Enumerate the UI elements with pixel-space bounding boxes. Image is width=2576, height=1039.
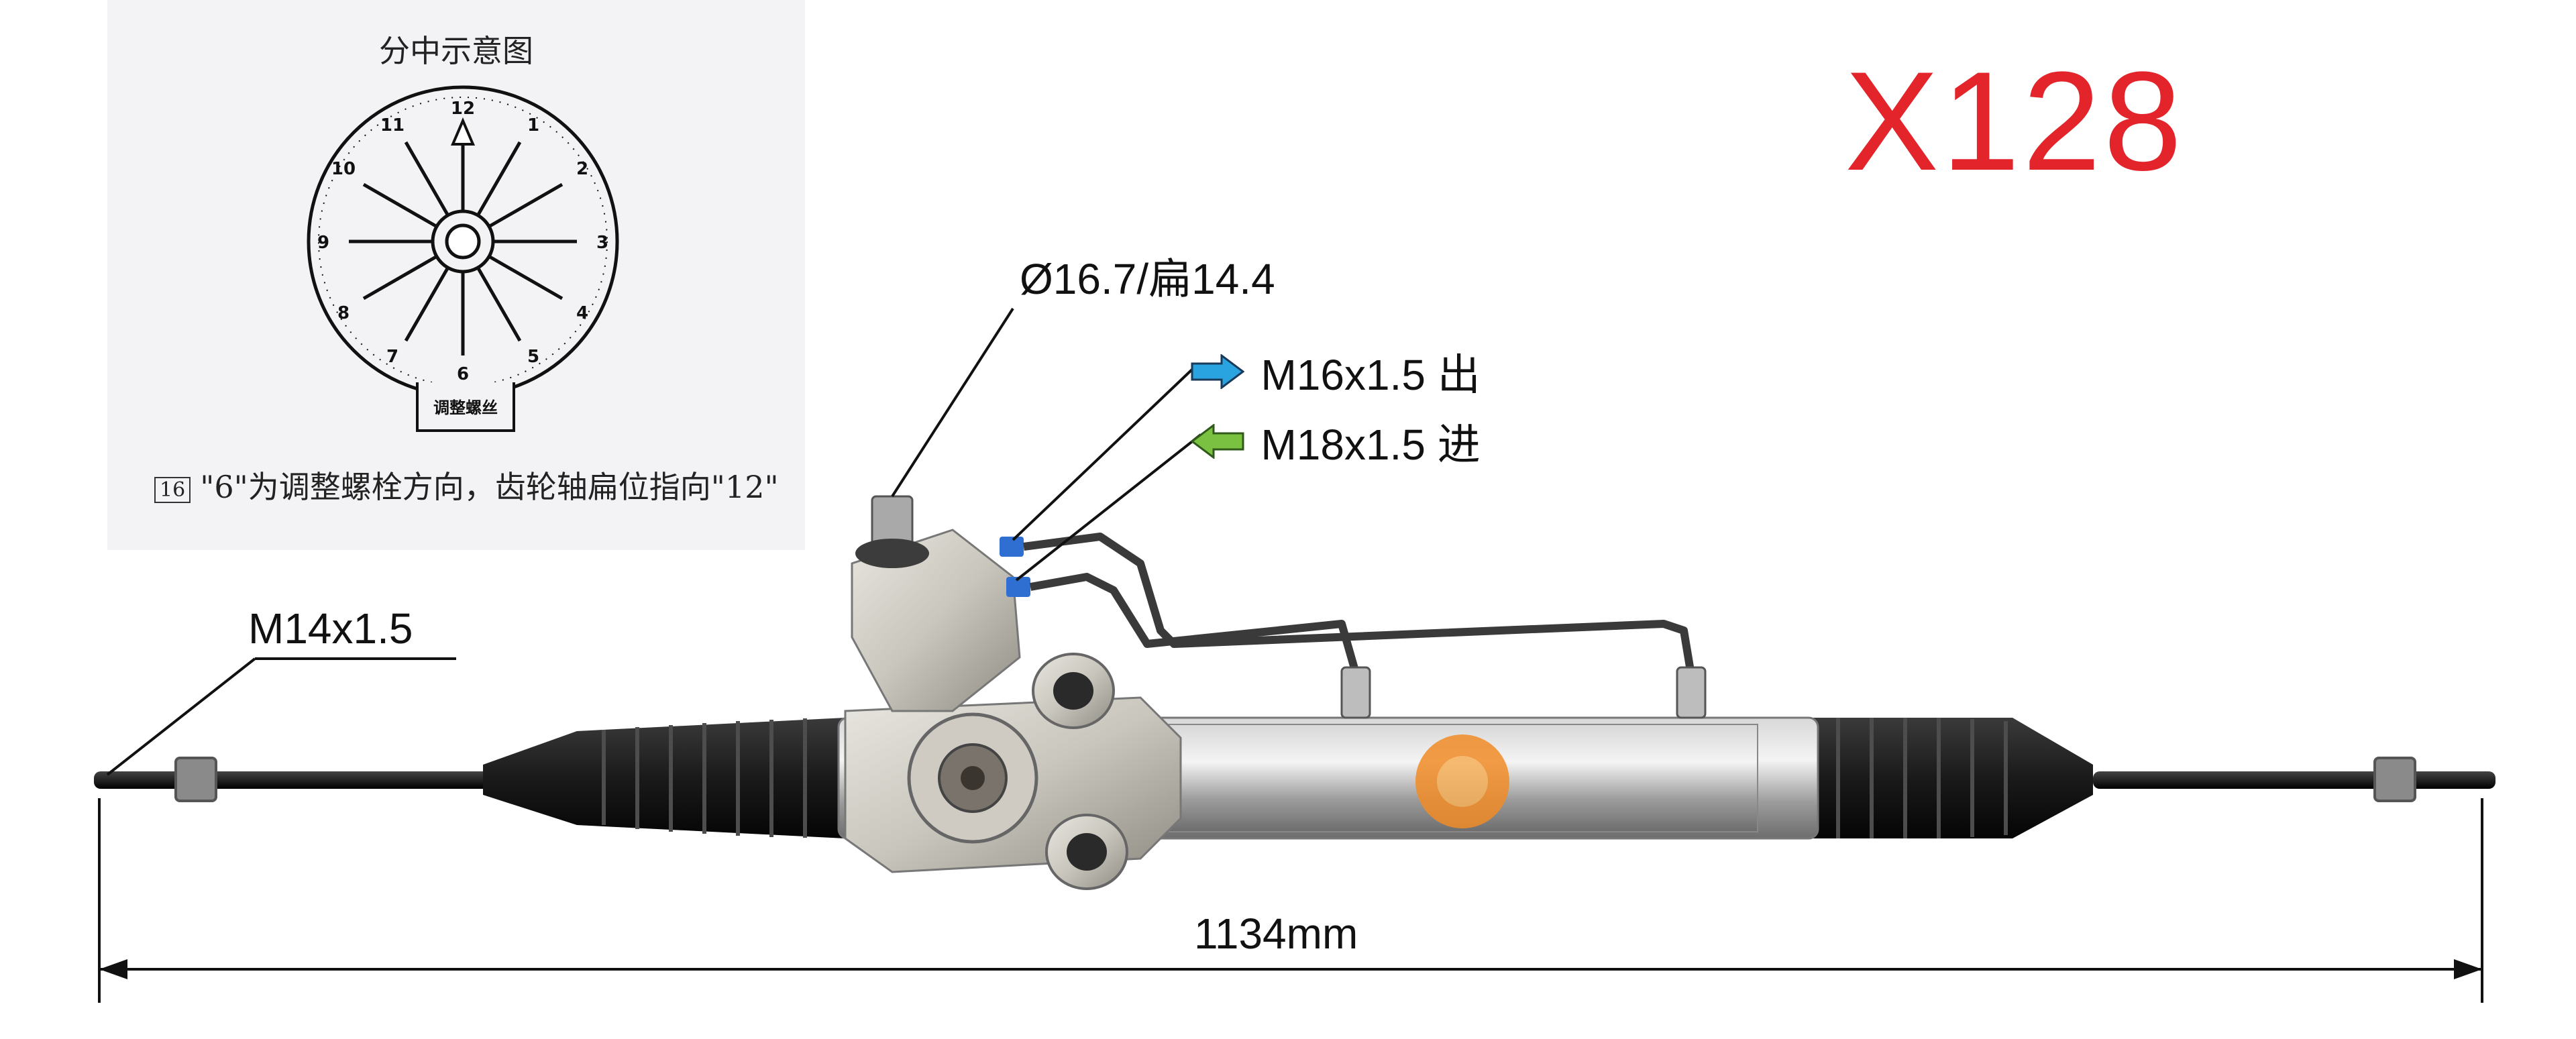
left-nut xyxy=(174,757,217,802)
right-nut xyxy=(2373,757,2416,802)
clock-number-8: 8 xyxy=(337,303,350,323)
clock-number-1: 1 xyxy=(527,115,539,135)
adjustment-diagram-panel: 分中示意图 12 1 2 3 4 5 6 7 xyxy=(107,0,805,550)
bolt-label: 调整螺丝 xyxy=(433,398,498,417)
clock-number-4: 4 xyxy=(576,303,588,323)
clock-number-9: 9 xyxy=(317,233,329,253)
clock-dial: 12 1 2 3 4 5 6 7 8 9 10 11 xyxy=(307,85,619,398)
right-tie-rod xyxy=(2093,771,2496,789)
overall-length-label: 1134mm xyxy=(1194,910,1358,958)
note-index: 16 xyxy=(154,476,191,503)
inlet-fitting xyxy=(1006,577,1030,597)
valve-body xyxy=(851,529,1021,712)
clock-number-11: 11 xyxy=(380,115,405,135)
left-tie-rod xyxy=(94,771,510,789)
outlet-callout: M16x1.5 出 xyxy=(1191,341,1481,402)
outlet-label: M16x1.5 出 xyxy=(1260,351,1481,399)
clock-number-5: 5 xyxy=(527,347,539,367)
clock-number-6: 6 xyxy=(457,364,469,384)
clock-number-3: 3 xyxy=(596,233,608,253)
thread-spec-label: M14x1.5 xyxy=(248,604,413,653)
inlet-callout: M18x1.5 进 xyxy=(1190,411,1481,472)
left-boot xyxy=(483,718,845,838)
arrow-left-icon xyxy=(1190,423,1244,459)
arrow-right-icon xyxy=(1191,353,1245,390)
bolt-label-box: 调整螺丝 xyxy=(416,382,515,432)
clock-number-2: 2 xyxy=(576,159,588,179)
note-text: "6"为调整螺栓方向，齿轮轴扁位指向"12" xyxy=(200,469,779,505)
clock-number-7: 7 xyxy=(386,347,398,367)
shaft-spec-label: Ø16.7/扁14.4 xyxy=(1020,255,1275,303)
clock-numbers: 12 1 2 3 4 5 6 7 8 9 10 11 xyxy=(317,99,608,384)
outlet-fitting xyxy=(1000,537,1024,557)
clock-number-10: 10 xyxy=(331,159,356,179)
clock-number-12: 12 xyxy=(451,99,475,119)
diagram-note: 16 "6"为调整螺栓方向，齿轮轴扁位指向"12" xyxy=(154,463,779,507)
diagram-title: 分中示意图 xyxy=(379,33,533,69)
inlet-label: M18x1.5 进 xyxy=(1260,421,1481,469)
return-pipe xyxy=(1029,573,1359,672)
pressure-pipe xyxy=(1023,533,1695,671)
brand-watermark xyxy=(1415,734,1509,828)
model-code: X128 xyxy=(1845,42,2185,200)
right-boot xyxy=(1811,718,2093,838)
